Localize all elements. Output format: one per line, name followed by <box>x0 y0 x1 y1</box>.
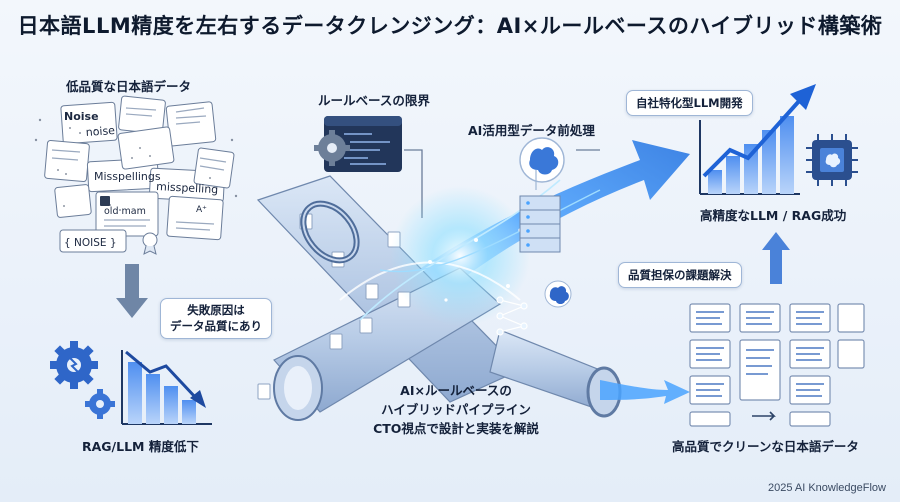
cause-bubble: 失敗原因は データ品質にあり <box>160 298 272 340</box>
neural-network-icon <box>496 296 528 336</box>
central-glow <box>339 179 601 326</box>
page-title: 日本語LLM精度を左右するデータクレンジング：AI×ルールベースのハイブリッド構… <box>17 14 883 38</box>
noisy-documents-pile <box>34 95 238 255</box>
cause-bubble-line1: 失敗原因は <box>187 303 245 317</box>
small-brain-icon <box>544 280 572 308</box>
center-caption: AI×ルールベースの ハイブリッドパイプライン CTO視点で設計と実装を解説 <box>356 382 556 438</box>
gears-icon <box>50 341 115 419</box>
custom-llm-bubble: 自社特化型LLM開発 <box>626 90 753 116</box>
footer-credit: 2025 AI KnowledgeFlow <box>767 482 886 494</box>
clean-data-label: 高品質でクリーンな日本語データ <box>672 439 859 454</box>
cause-bubble-line2: データ品質にあり <box>170 318 262 333</box>
right-up-arrow <box>762 232 790 284</box>
rule-limit-pointer <box>404 149 423 218</box>
center-caption-line2: ハイブリッドパイプライン <box>381 401 531 417</box>
rising-bar-chart-icon <box>699 84 816 195</box>
clean-documents-grid <box>689 303 865 427</box>
low-quality-data-label: 低品質な日本語データ <box>66 79 192 94</box>
noise-word-2: noise <box>85 124 115 139</box>
accuracy-drop-label: RAG/LLM 精度低下 <box>82 439 199 454</box>
noise-word-5: old mam <box>104 206 146 217</box>
ai-preprocess-label: AI活用型データ前処理 <box>468 123 595 138</box>
noise-word-1: Noise <box>64 110 99 123</box>
center-caption-line3: CTO視点で設計と実装を解説 <box>373 420 539 436</box>
left-down-arrow <box>116 264 148 318</box>
rule-limit-label: ルールベースの限界 <box>318 93 430 108</box>
pipe-outlet-right <box>489 329 690 418</box>
ai-chip-icon <box>806 134 858 186</box>
server-stack-icon <box>519 195 561 253</box>
llm-rag-success-label: 高精度なLLM / RAG成功 <box>700 208 847 223</box>
brain-icon <box>519 137 565 190</box>
noise-word-6: A⁺ <box>196 205 207 215</box>
noise-word-3: Misspellings <box>94 170 161 183</box>
noise-word-4: misspelling <box>156 180 219 196</box>
declining-bar-chart-icon <box>121 350 212 425</box>
quality-issue-bubble: 品質担保の課題解決 <box>618 262 742 288</box>
code-window-icon <box>314 116 402 172</box>
center-caption-line1: AI×ルールベースの <box>400 383 512 398</box>
pipe-ring-upper <box>300 200 360 264</box>
noise-word-7: { NOISE } <box>64 237 117 249</box>
